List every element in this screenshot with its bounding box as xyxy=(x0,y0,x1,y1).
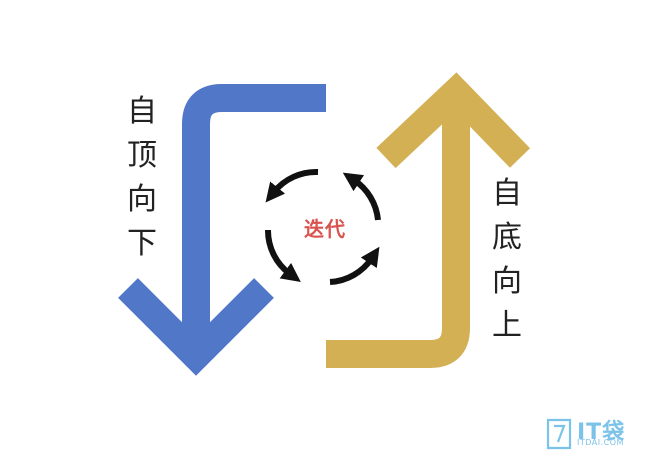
top-down-arrow-shaft xyxy=(182,84,326,340)
iteration-label: 迭代 xyxy=(304,217,346,241)
bottom-up-arrow-head xyxy=(376,72,531,169)
watermark: IT袋 ITDAI.COM xyxy=(543,414,643,454)
bottom-up-arrow xyxy=(326,72,531,368)
bottom-up-label-char: 底 xyxy=(492,220,522,255)
watermark-logo-frame xyxy=(546,418,572,450)
top-down-arrow xyxy=(118,84,326,376)
watermark-brand: IT袋 xyxy=(577,420,626,445)
cycle-arrow-bottom-left xyxy=(264,229,301,282)
bottom-up-label-char: 向 xyxy=(492,264,522,299)
top-down-arrow-head xyxy=(118,278,274,376)
cycle-arrow-bottom-right xyxy=(329,246,380,285)
cycle-arrows xyxy=(264,168,381,285)
cycle-arrow-top-right xyxy=(342,172,381,221)
top-down-label-char: 下 xyxy=(127,226,157,261)
bottom-up-label-char: 自 xyxy=(492,176,522,211)
top-down-label-char: 顶 xyxy=(127,138,157,173)
top-down-label: 自 顶 向 下 xyxy=(122,90,162,266)
bottom-up-label: 自 底 向 上 xyxy=(487,172,527,348)
watermark-site: ITDAI.COM xyxy=(577,438,624,447)
bottom-up-arrow-shaft xyxy=(326,112,470,368)
watermark-logo-mark xyxy=(554,424,566,443)
top-down-label-char: 自 xyxy=(127,94,157,129)
cycle-arrow-top-left xyxy=(265,168,319,203)
top-down-label-char: 向 xyxy=(127,182,157,217)
bottom-up-label-char: 上 xyxy=(492,308,522,343)
watermark-logo xyxy=(546,418,572,450)
